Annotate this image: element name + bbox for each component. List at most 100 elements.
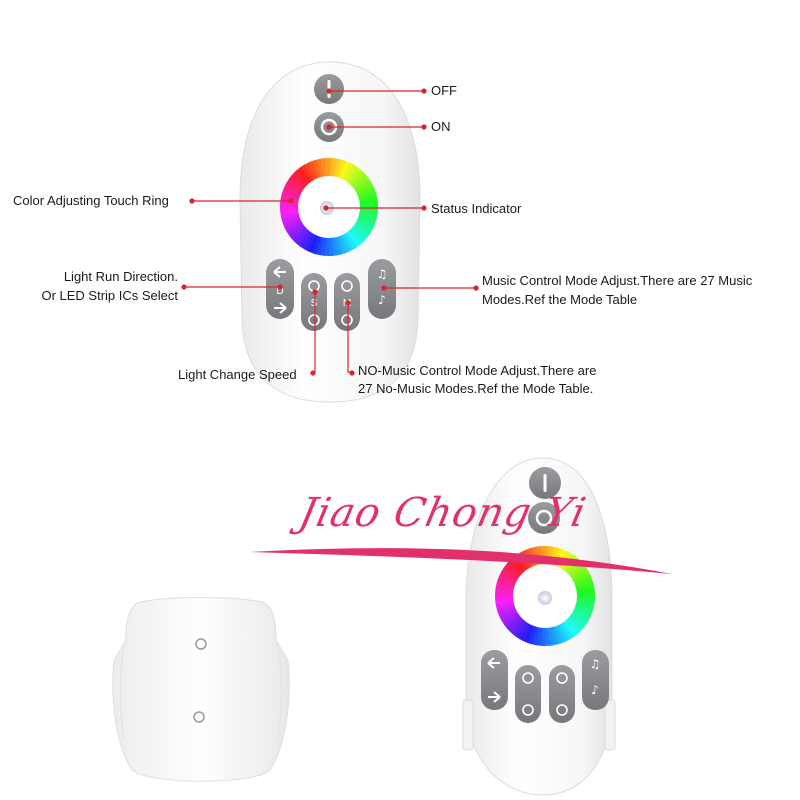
ring-segment <box>336 236 346 255</box>
ring-segment <box>348 169 365 186</box>
ring-segment <box>509 557 525 574</box>
ring-segment <box>344 232 358 250</box>
ring-segment <box>560 622 574 640</box>
holder-clip-right <box>604 699 616 751</box>
plus-circle-icon <box>308 314 320 326</box>
ring-segment <box>501 566 520 581</box>
ring-segment <box>569 563 587 579</box>
ring-segment <box>286 222 304 236</box>
ring-segment <box>531 626 540 646</box>
ring-segment <box>288 224 306 239</box>
ring-segment <box>565 618 581 635</box>
label-off: OFF <box>431 83 457 98</box>
label-music-line1: Music Control Mode Adjust.There are 27 M… <box>482 273 753 288</box>
ring-segment <box>300 164 314 182</box>
label-status-indicator: Status Indicator <box>431 201 522 216</box>
ring-segment <box>350 226 367 243</box>
ring-segment <box>342 162 355 181</box>
ring-segment <box>499 609 518 621</box>
ring-segment <box>569 614 586 629</box>
on-button-bottom[interactable] <box>528 502 560 534</box>
ring-segment <box>570 611 589 626</box>
direction-button-bottom[interactable] <box>481 650 508 710</box>
ring-segment <box>316 158 325 178</box>
ring-segment <box>497 606 517 618</box>
ring-segment <box>572 571 591 583</box>
ring-segment <box>312 159 322 178</box>
ring-segment <box>495 586 514 594</box>
ring-segment <box>358 212 378 221</box>
ring-segment <box>519 623 532 642</box>
ring-segment <box>358 194 378 203</box>
arrow-right-icon <box>274 302 287 314</box>
label-on: ON <box>431 119 451 134</box>
speed-button[interactable]: S <box>301 273 327 331</box>
ring-segment <box>572 609 591 622</box>
ring-segment <box>547 627 554 646</box>
watermark-text: Jiao Chong Yi <box>295 490 591 536</box>
ring-segment <box>357 186 376 197</box>
ring-segment <box>354 222 372 236</box>
ring-segment <box>503 613 521 629</box>
speed-s-glyph: S <box>311 298 318 309</box>
ring-segment <box>339 235 350 254</box>
ring-segment <box>346 230 361 248</box>
ring-segment <box>293 228 310 245</box>
mode-button-bottom[interactable] <box>549 665 575 723</box>
ring-segment <box>573 606 592 618</box>
off-button-bottom[interactable] <box>529 467 561 499</box>
ring-segment <box>575 583 595 591</box>
ring-segment <box>504 563 521 578</box>
label-color-ring: Color Adjusting Touch Ring <box>13 193 169 208</box>
direction-d-glyph: D <box>276 286 283 297</box>
flower-icon <box>341 280 353 292</box>
callout-lines <box>181 88 479 376</box>
label-nomusic-line1: NO-Music Control Mode Adjust.There are <box>358 363 597 378</box>
ring-segment <box>574 604 594 614</box>
color-touch-ring-bottom[interactable] <box>494 545 596 647</box>
ring-segment <box>282 185 302 197</box>
ring-segment <box>281 214 300 224</box>
label-music-line2: Modes.Ref the Mode Table <box>482 292 638 307</box>
ring-segment <box>498 574 517 586</box>
ring-segment <box>523 624 535 643</box>
ring-segment <box>357 214 377 225</box>
ring-segment <box>550 546 559 566</box>
ring-segment <box>527 625 537 645</box>
ring-segment <box>333 236 342 256</box>
ring-segment <box>359 209 378 217</box>
holder-clip-left <box>462 699 474 751</box>
svg-text:♫: ♫ <box>590 657 601 671</box>
ring-segment <box>319 237 327 256</box>
ring-segment <box>575 578 594 589</box>
cycle-icon <box>341 314 353 326</box>
ring-segment <box>356 217 376 229</box>
ring-segment <box>506 560 523 576</box>
music-note-icon: ♫ <box>377 267 388 281</box>
screw-hole-top <box>195 638 207 650</box>
ring-segment <box>358 190 377 200</box>
ring-segment <box>567 616 584 632</box>
speed-button-bottom[interactable] <box>515 665 541 723</box>
color-touch-ring[interactable] <box>279 157 379 257</box>
ring-segment <box>331 158 339 177</box>
ring-segment <box>562 620 578 638</box>
ring-segment <box>501 611 519 625</box>
ring-segment <box>575 601 595 610</box>
rainbow-ring-segments <box>279 157 379 257</box>
label-direction-line2: Or LED Strip ICs Select <box>41 288 178 303</box>
ring-segment <box>567 560 584 576</box>
ring-segment <box>571 567 589 581</box>
ring-segment <box>547 546 555 565</box>
music-button-bottom[interactable]: ♫ ♪ <box>582 650 609 710</box>
ring-segment <box>576 598 595 606</box>
ring-segment <box>334 158 343 178</box>
ring-segment <box>535 627 543 646</box>
ring-segment <box>350 172 367 188</box>
ring-segment <box>304 162 317 181</box>
ring-segment <box>552 626 563 645</box>
ring-segment <box>281 189 301 200</box>
ring-segment <box>352 224 370 239</box>
ring-segment <box>286 178 304 192</box>
